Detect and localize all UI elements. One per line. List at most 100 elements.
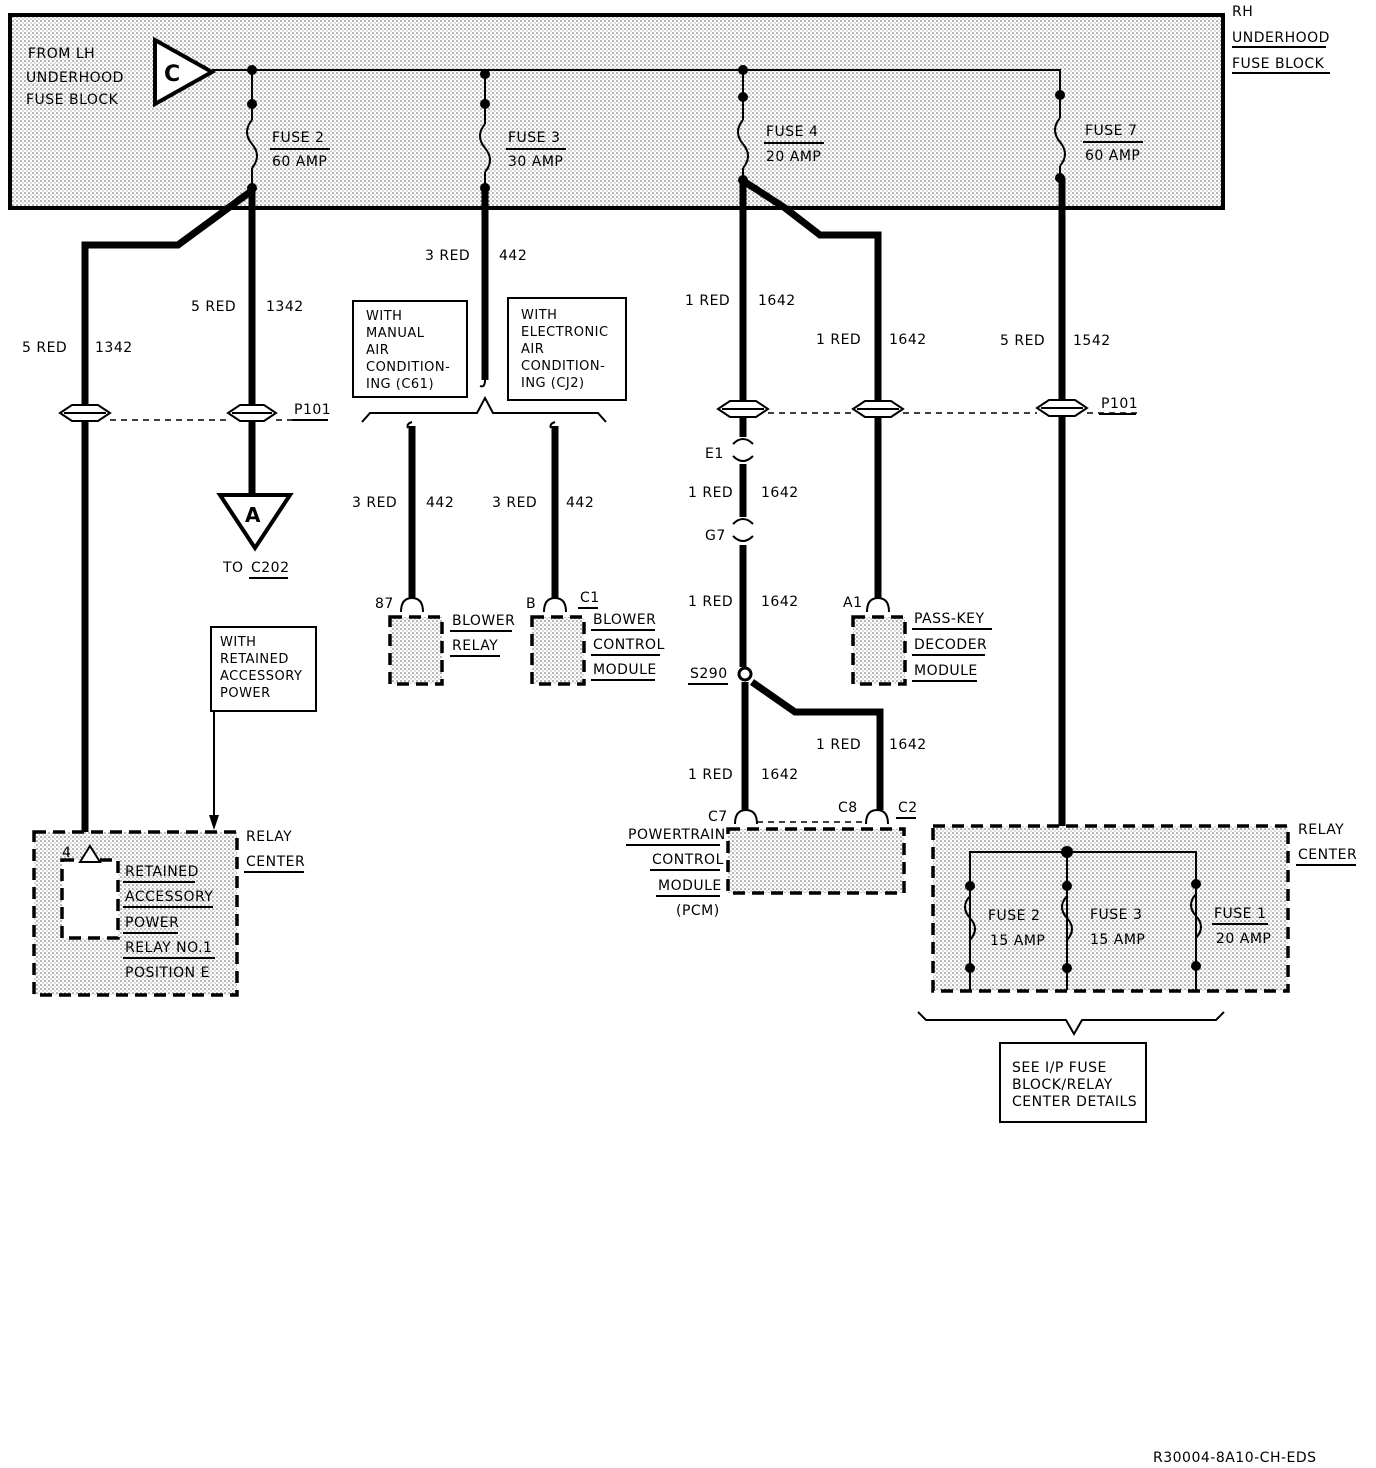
manual-ac-note: [352, 300, 468, 398]
fuse-3-rating: 30 AMP: [508, 154, 563, 170]
relay-fuse-1-name: FUSE 1: [1214, 906, 1266, 922]
see-ip-brace: [917, 1011, 1225, 1037]
blower-relay-l2: RELAY: [452, 638, 498, 654]
blower-module-pin: B: [526, 596, 536, 612]
manual-ac-l1: WITH: [366, 309, 402, 324]
blower-module-conn: C1: [580, 590, 600, 606]
electronic-ac-l3: AIR: [521, 342, 544, 357]
p101-left-connector-1: [58, 404, 112, 422]
relay-fuse-3-rating: 15 AMP: [1090, 932, 1145, 948]
passkey-pin: A1: [843, 595, 862, 611]
relay-l5: POSITION E: [125, 965, 210, 981]
pcm-box: [726, 827, 906, 895]
p101-right-connector-2: [851, 400, 905, 418]
p101-left-connector-2: [226, 404, 278, 422]
p101-right-connector-1: [716, 400, 770, 418]
relay-center-right-r1: RELAY: [1298, 822, 1344, 838]
blower-relay-pin: 87: [375, 596, 394, 612]
blower-relay-l1: BLOWER: [452, 613, 515, 629]
electronic-ac-l1: WITH: [521, 308, 557, 323]
p101-right-connector-3: [1035, 399, 1089, 417]
manual-ac-l2: MANUAL: [366, 326, 425, 341]
wire-1642b-circuit: 1642: [889, 332, 927, 348]
relay-l3: POWER: [125, 915, 179, 931]
wire-1342-left: [81, 189, 253, 410]
fuse-3-name: FUSE 3: [508, 130, 560, 146]
from-lh-label: FROM LH: [28, 46, 95, 62]
wire-1642e-size: 1 RED: [688, 767, 733, 783]
fuse-7-top: [1054, 90, 1066, 183]
blower-relay-box: [388, 615, 444, 686]
fuse-4-name: FUSE 4: [766, 124, 818, 140]
electronic-ac-l2: ELECTRONIC: [521, 325, 609, 340]
fuse-7-name: FUSE 7: [1085, 123, 1137, 139]
relay-fuse-2: [964, 881, 976, 973]
see-ip-l2: BLOCK/RELAY: [1012, 1077, 1113, 1093]
wire-442r-circuit: 442: [566, 495, 594, 511]
passkey-l1: PASS-KEY: [914, 611, 985, 627]
relay-center-right-r2: CENTER: [1298, 847, 1357, 863]
wire-1642f-size: 1 RED: [816, 737, 861, 753]
wire-1342a-circuit: 1342: [95, 340, 133, 356]
underhood-lh-label: UNDERHOOD: [26, 70, 124, 86]
electronic-ac-l5: ING (CJ2): [521, 376, 585, 391]
blower-module-l2: CONTROL: [593, 637, 665, 653]
inline-g7-label: G7: [705, 528, 726, 544]
splice-s290: [737, 666, 753, 682]
pcm-l1: POWERTRAIN: [628, 827, 726, 843]
relay-fuse-3: [1061, 881, 1073, 973]
pcm-l4: (PCM): [676, 903, 720, 919]
bus-line: [212, 69, 1061, 92]
p101-right-label: P101: [1101, 396, 1138, 412]
wire-1642d-circuit: 1642: [761, 594, 799, 610]
electronic-ac-note: [507, 297, 627, 401]
relay-center-left-r1: RELAY: [246, 829, 292, 845]
wire-1342b-circuit: 1342: [266, 299, 304, 315]
manual-ac-l3: AIR: [366, 343, 389, 358]
fuse-2-name: FUSE 2: [272, 130, 324, 146]
fuse-4-rating: 20 AMP: [766, 149, 821, 165]
retained-note-l1: WITH: [220, 635, 256, 650]
wire-442-top-circuit: 442: [499, 248, 527, 264]
underhood-label: UNDERHOOD: [1232, 30, 1330, 46]
pcm-l2: CONTROL: [652, 852, 724, 868]
splice-s290-label: S290: [690, 666, 728, 682]
relay-center-right: [931, 824, 1290, 993]
option-brace: [361, 395, 607, 423]
wire-1642-passkey: [743, 179, 882, 405]
wire-1642a-circuit: 1642: [758, 293, 796, 309]
passkey-l2: DECODER: [914, 637, 987, 653]
pcm-l3: MODULE: [658, 878, 722, 894]
retained-note-l3: ACCESSORY: [220, 669, 302, 684]
wire-1642b-size: 1 RED: [816, 332, 861, 348]
fuse-7-rating: 60 AMP: [1085, 148, 1140, 164]
retained-note-l4: POWER: [220, 686, 271, 701]
relay-fuse-1-rating: 20 AMP: [1216, 931, 1271, 947]
manual-ac-l5: ING (C61): [366, 377, 434, 392]
relay-fuse-2-rating: 15 AMP: [990, 933, 1045, 949]
p101-left-label: P101: [294, 402, 331, 418]
manual-ac-l4: CONDITION-: [366, 360, 450, 375]
connector-a-label: A: [245, 503, 261, 527]
retained-power-note: [210, 626, 317, 712]
wire-1642f-circuit: 1642: [889, 737, 927, 753]
relay-pin-4: 4: [62, 845, 71, 861]
see-ip-l3: CENTER DETAILS: [1012, 1094, 1137, 1110]
wire-1542-circuit: 1542: [1073, 333, 1111, 349]
wire-1642c-circuit: 1642: [761, 485, 799, 501]
relay-fuse-1: [1190, 879, 1202, 971]
rh-underhood-fuse-block: [8, 13, 1225, 210]
retained-note-l2: RETAINED: [220, 652, 289, 667]
relay-fuse-3-name: FUSE 3: [1090, 907, 1142, 923]
wire-1642d-size: 1 RED: [688, 594, 733, 610]
wire-442l-circuit: 442: [426, 495, 454, 511]
document-id: R30004-8A10-CH-EDS: [1153, 1450, 1317, 1466]
wire-1642c-size: 1 RED: [688, 485, 733, 501]
c202-label: C202: [251, 560, 290, 576]
wire-1342a-size: 5 RED: [22, 340, 67, 356]
wire-1642a-size: 1 RED: [685, 293, 730, 309]
electronic-ac-l4: CONDITION-: [521, 359, 605, 374]
wire-1542-size: 5 RED: [1000, 333, 1045, 349]
connector-c-label: C: [164, 62, 181, 87]
